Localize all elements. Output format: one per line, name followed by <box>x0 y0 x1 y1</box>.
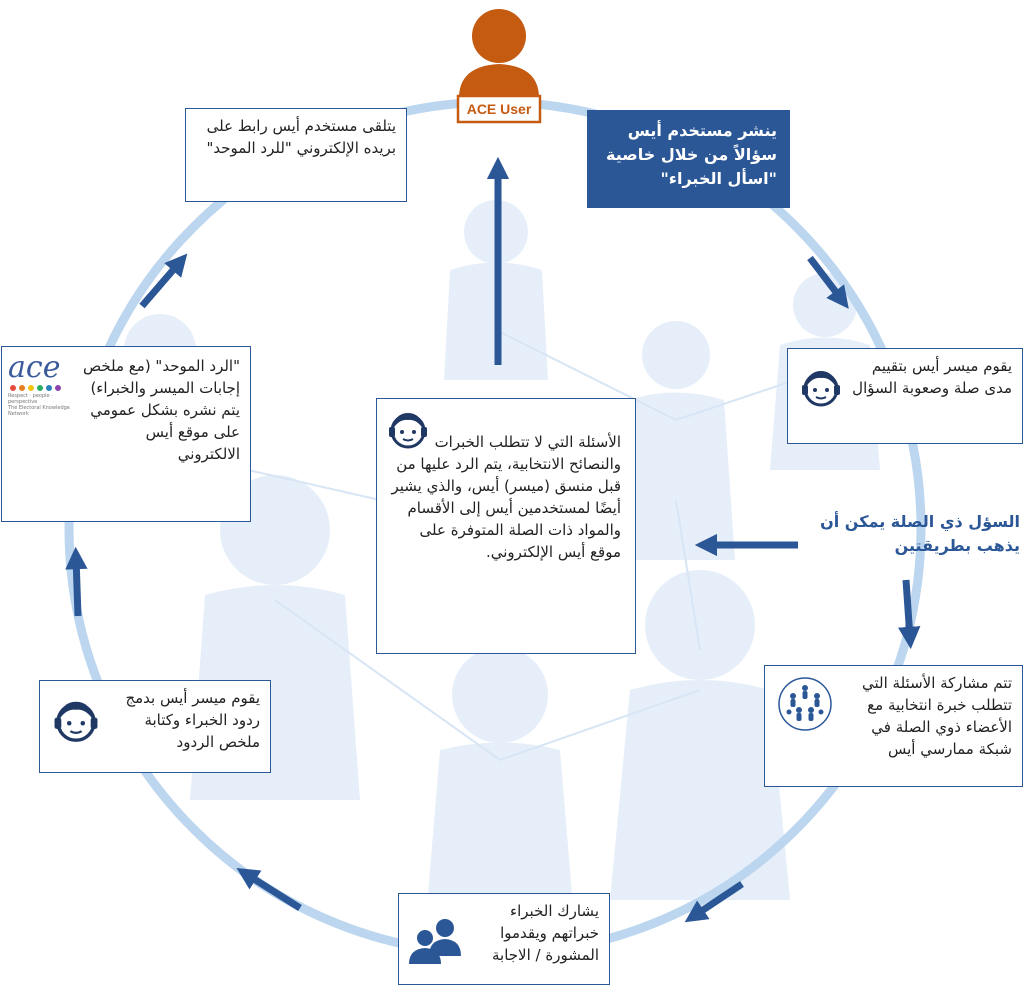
step-experts-share: يشارك الخبراء خبراتهم ويقدموا المشورة / … <box>398 893 610 985</box>
arrow-to-share <box>898 579 921 650</box>
ace-user-label: ACE User <box>466 101 532 117</box>
arrow-to-experts <box>684 881 744 923</box>
network-people-icon <box>778 677 832 731</box>
ace-logo-network: The Electoral Knowledge Network <box>8 405 70 417</box>
arrow-to-receive <box>139 253 188 309</box>
ace-logo-brand: ace <box>8 350 61 385</box>
step-assess: يقوم ميسر أيس بتقييم مدى صلة وصعوبة السؤ… <box>787 348 1023 444</box>
step-post-question-text: ينشر مستخدم أيس سؤالاً من خلال خاصية "اس… <box>606 121 777 188</box>
step-share-network: تتم مشاركة الأسئلة التي تتطلب خبرة انتخا… <box>764 665 1023 787</box>
headset-agent-icon <box>389 413 427 449</box>
arrow-to-consolidated <box>65 546 88 617</box>
arrow-to-merge <box>236 868 302 911</box>
background-links <box>159 329 826 761</box>
ace-logo-tagline: Respect · people · perspective <box>8 393 53 405</box>
flow-arrows <box>65 156 921 923</box>
two-ways-callout: السؤل ذي الصلة يمكن أن يذهب بطريقتين <box>820 512 1020 555</box>
arrow-to-assess <box>807 255 849 309</box>
step-merge-text: يقوم ميسر أيس بدمج ردود الخبراء وكتابة م… <box>125 689 260 751</box>
user-silhouette-icon <box>456 9 542 124</box>
step-post-question: ينشر مستخدم أيس سؤالاً من خلال خاصية "اس… <box>587 110 790 208</box>
step-consolidated-text: "الرد الموحد" (مع ملخص إجابات الميسر وال… <box>82 357 240 463</box>
center-info-text: الأسئلة التي لا تتطلب الخبرات والنصائح ا… <box>391 433 621 561</box>
step-consolidated: ace Respect · people · perspective The E… <box>1 346 251 522</box>
step-assess-text: يقوم ميسر أيس بتقييم مدى صلة وصعوبة السؤ… <box>852 357 1012 397</box>
headset-agent-icon <box>54 701 98 742</box>
headset-agent-icon <box>802 371 840 407</box>
step-share-network-text: تتم مشاركة الأسئلة التي تتطلب خبرة انتخا… <box>862 674 1012 758</box>
center-info-box: الأسئلة التي لا تتطلب الخبرات والنصائح ا… <box>376 398 636 654</box>
step-experts-share-text: يشارك الخبراء خبراتهم ويقدموا المشورة / … <box>491 902 599 964</box>
expert-pair-icon <box>409 919 461 964</box>
step-receive-link-text: يتلقى مستخدم أيس رابط على بريده الإلكترو… <box>206 117 396 157</box>
step-receive-link: يتلقى مستخدم أيس رابط على بريده الإلكترو… <box>185 108 407 202</box>
ace-logo-dots <box>10 385 70 391</box>
ace-logo: ace Respect · people · perspective The E… <box>8 350 70 418</box>
step-merge: يقوم ميسر أيس بدمج ردود الخبراء وكتابة م… <box>39 680 271 773</box>
